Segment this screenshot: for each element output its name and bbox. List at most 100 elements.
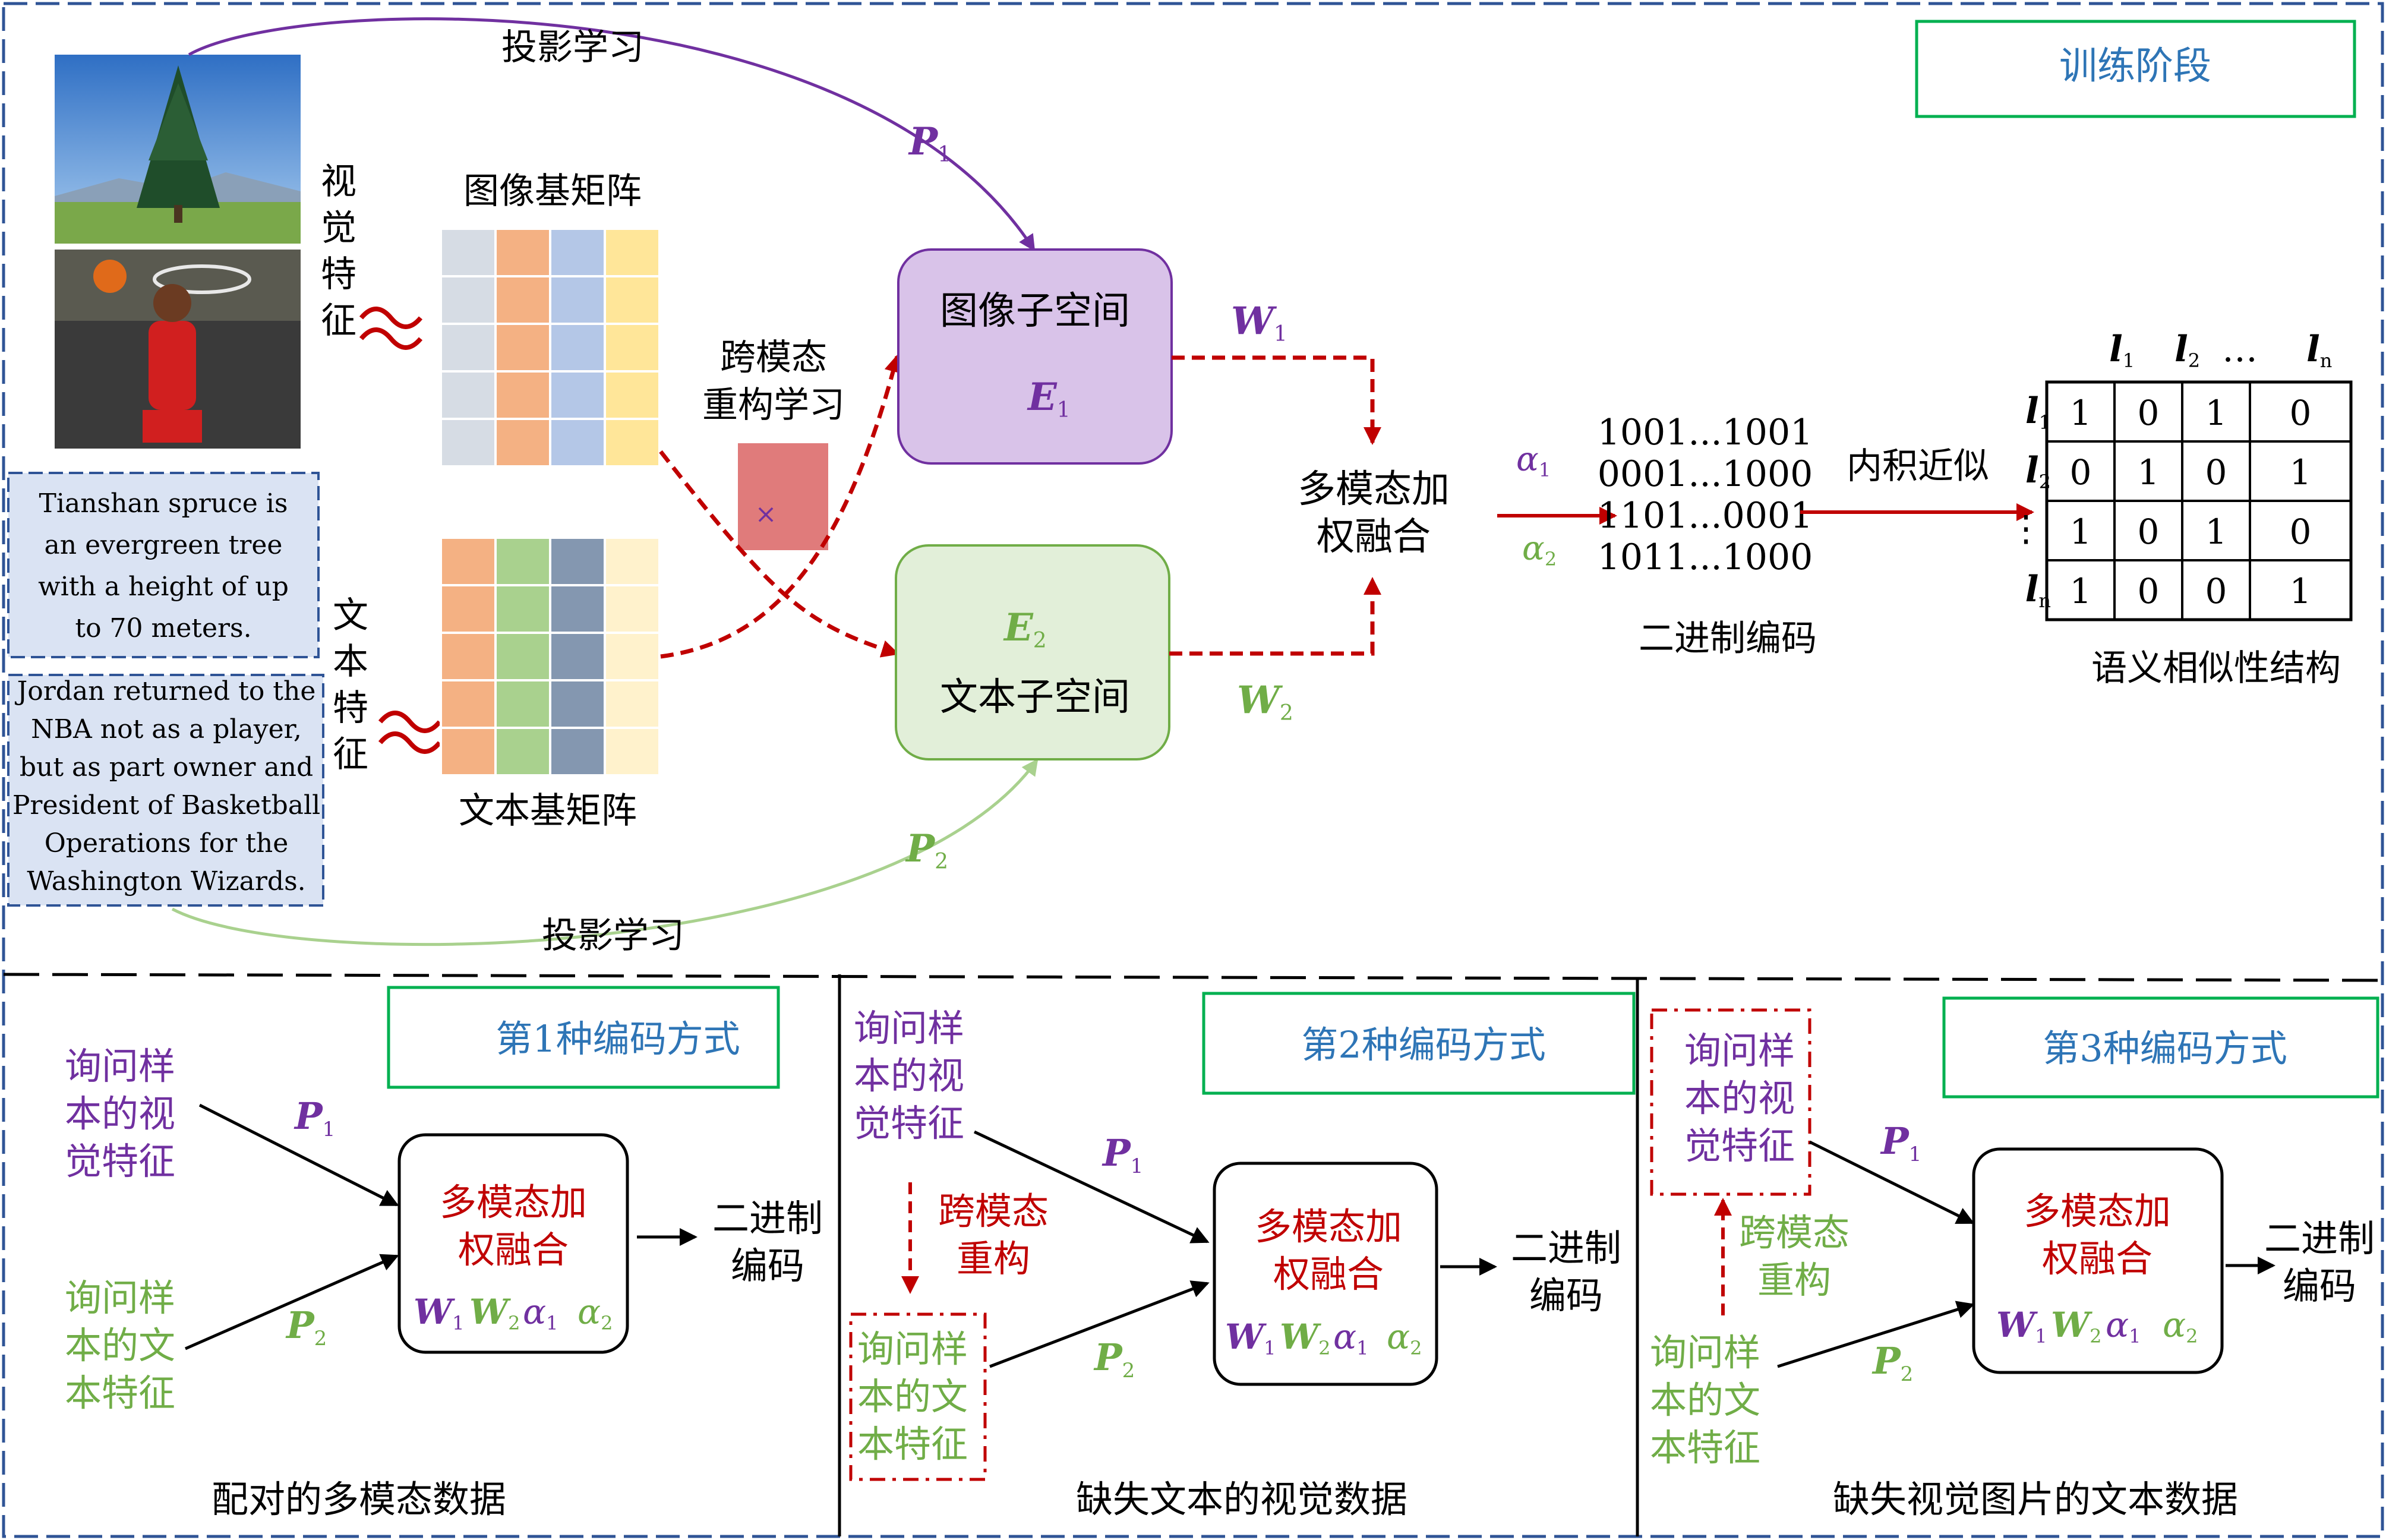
fusion-label-2: 权融合 xyxy=(1317,515,1431,559)
svg-text:ln: ln xyxy=(2025,569,2051,612)
svg-text:0: 0 xyxy=(2290,512,2312,552)
w2-label: W2 xyxy=(1237,678,1293,725)
image-basis-matrix xyxy=(440,228,661,468)
panel3-cross-2: 重构 xyxy=(1757,1258,1831,1302)
panel1-fusion-box xyxy=(397,1133,629,1354)
svg-text:1: 1 xyxy=(2290,571,2312,611)
svg-text:President of Basketball: President of Basketball xyxy=(12,790,320,821)
panel1-query-text: 询问样 本的文 本特征 xyxy=(65,1276,175,1415)
svg-text:觉特征: 觉特征 xyxy=(1684,1124,1795,1167)
text-sample-1 xyxy=(7,472,320,658)
svg-text:α2: α2 xyxy=(2163,1305,2198,1348)
inner-product-label: 内积近似 xyxy=(1847,446,1989,487)
approx-icon-visual xyxy=(359,307,423,350)
fusion-label-1: 多模态加 xyxy=(1298,468,1450,512)
svg-text:1: 1 xyxy=(2070,571,2092,611)
panel3-title: 第3种编码方式 xyxy=(2043,1027,2287,1070)
panel2-arrow-p2 xyxy=(989,1280,1210,1368)
panel2-query-visual: 询问样 本的视 觉特征 xyxy=(854,1006,964,1145)
panel2-cross-2: 重构 xyxy=(957,1237,1030,1280)
svg-text:询问样: 询问样 xyxy=(65,1044,175,1088)
svg-text:征: 征 xyxy=(333,734,368,775)
panel2-p1-label: P1 xyxy=(1102,1131,1143,1178)
panel1-fusion-1: 多模态加 xyxy=(440,1181,587,1224)
svg-text:觉特征: 觉特征 xyxy=(65,1140,175,1183)
svg-text:1001...1001: 1001...1001 xyxy=(1598,412,1813,453)
svg-text:视: 视 xyxy=(321,161,356,203)
svg-text:W2: W2 xyxy=(2051,1305,2102,1348)
svg-text:W1: W1 xyxy=(414,1292,465,1334)
panel3-output-2: 编码 xyxy=(2283,1264,2356,1308)
panel1-title-box xyxy=(387,986,780,1089)
panel2-caption: 缺失文本的视觉数据 xyxy=(1076,1478,1407,1521)
svg-text:l2: l2 xyxy=(2174,329,2200,372)
panel2-text-box xyxy=(849,1312,987,1481)
panel2-params: W1 W2 α1 α2 xyxy=(1225,1317,1422,1359)
binary-label: 二进制编码 xyxy=(1639,618,1817,659)
svg-text:0001...1000: 0001...1000 xyxy=(1598,453,1813,495)
panel3-title-box xyxy=(1942,996,2379,1099)
panel1-output-2: 编码 xyxy=(731,1244,804,1287)
svg-text:本的视: 本的视 xyxy=(65,1092,175,1135)
svg-text:Operations for the: Operations for the xyxy=(45,828,289,859)
svg-text:0: 0 xyxy=(2070,452,2092,493)
svg-text:询问样: 询问样 xyxy=(857,1327,968,1371)
svg-text:本的视: 本的视 xyxy=(854,1054,964,1097)
svg-text:Tianshan spruce is: Tianshan spruce is xyxy=(39,488,288,519)
svg-text:1: 1 xyxy=(2205,393,2227,433)
svg-text:W2: W2 xyxy=(1280,1317,1331,1359)
svg-text:⋮: ⋮ xyxy=(2008,508,2044,550)
image-subspace-label: 图像子空间 xyxy=(940,289,1130,333)
text-sample-2 xyxy=(7,674,324,907)
recon-arrow-text-to-image xyxy=(660,354,902,659)
panel3-visual-box xyxy=(1650,1008,1811,1196)
projection-arrow-bottom xyxy=(171,758,1039,946)
svg-text:l1: l1 xyxy=(2025,390,2051,434)
cross-mark: × xyxy=(755,499,777,529)
panel1-p2-label: P2 xyxy=(285,1304,327,1350)
svg-text:1: 1 xyxy=(2205,512,2227,552)
panel3-arrow-p1 xyxy=(1809,1140,1975,1225)
panel1-caption: 配对的多模态数据 xyxy=(212,1478,506,1521)
svg-text:0: 0 xyxy=(2290,393,2312,433)
projection-label-top: 投影学习 xyxy=(501,27,644,68)
w1-arrow xyxy=(1172,355,1381,445)
svg-text:0: 0 xyxy=(2138,512,2160,552)
svg-text:ln: ln xyxy=(2306,329,2332,372)
svg-text:1: 1 xyxy=(2290,452,2312,493)
panel1-fusion-2: 权融合 xyxy=(458,1228,569,1271)
alpha2-label: α2 xyxy=(1522,529,1557,570)
stage-title-box xyxy=(1915,20,2356,118)
text-subspace-label: 文本子空间 xyxy=(940,676,1130,719)
panel2-output-2: 编码 xyxy=(1529,1274,1603,1317)
svg-text:an evergreen tree: an evergreen tree xyxy=(45,530,283,560)
panel3-params: W1 W2 α1 α2 xyxy=(1996,1305,2198,1348)
tree-image xyxy=(55,55,301,244)
w2-arrow xyxy=(1169,577,1381,656)
section-divider xyxy=(3,973,2383,982)
text-basis-label: 文本基矩阵 xyxy=(459,790,637,832)
svg-text:W1: W1 xyxy=(1996,1305,2047,1348)
panel2-fusion-2: 权融合 xyxy=(1273,1252,1384,1296)
svg-text:1101...0001: 1101...0001 xyxy=(1598,495,1813,537)
svg-text:…: … xyxy=(2222,329,2258,370)
panel3-cross-1: 跨模态 xyxy=(1739,1211,1850,1254)
svg-text:询问样: 询问样 xyxy=(65,1276,175,1320)
panel1-title: 第1种编码方式 xyxy=(495,1017,740,1061)
svg-text:α1: α1 xyxy=(1333,1317,1369,1359)
panel2-fusion-box xyxy=(1213,1162,1438,1386)
panel1-params: W1 W2 α1 α2 xyxy=(414,1292,613,1334)
panel2-title: 第2种编码方式 xyxy=(1301,1023,1545,1066)
panel1-output-1: 二进制 xyxy=(712,1197,823,1240)
svg-text:0: 0 xyxy=(2205,452,2227,493)
text-feature-label: 文 本 特 征 xyxy=(333,595,368,775)
svg-text:NBA not as a player,: NBA not as a player, xyxy=(31,714,302,744)
svg-text:征: 征 xyxy=(321,300,356,342)
cross-modal-label-1: 跨模态 xyxy=(720,337,827,378)
projection-arrow-top xyxy=(188,17,1036,252)
panel3-fusion-box xyxy=(1972,1147,2224,1374)
panel2-cross-1: 跨模态 xyxy=(938,1189,1049,1233)
